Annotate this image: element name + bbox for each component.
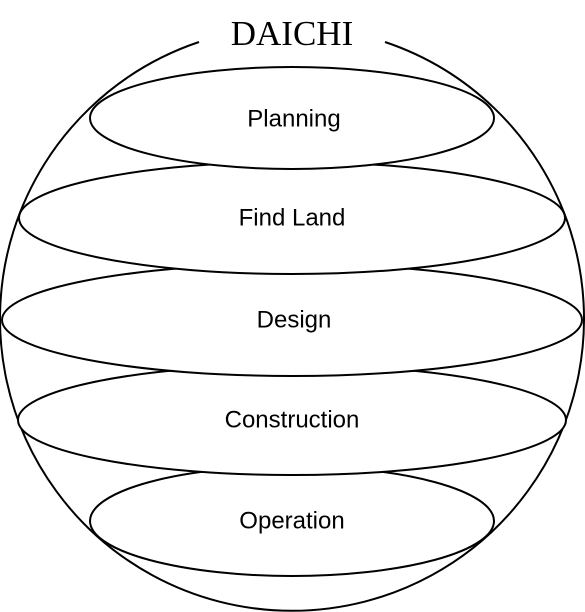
layer-find-land: Find Land [18,161,566,275]
layer-ellipse-planning [89,66,495,170]
layer-label-construction: Construction [225,406,360,433]
layer-label-planning: Planning [247,105,340,132]
sphere-outline [0,41,585,612]
layer-construction: Construction [17,364,567,476]
layer-label-design: Design [257,306,332,333]
layer-design: Design [1,263,583,377]
diagram-title: DAICHI [231,14,353,53]
layer-label-operation: Operation [239,507,344,534]
layer-planning: Planning [89,66,495,170]
layer-operation: Operation [89,465,495,577]
layer-label-find-land: Find Land [239,204,346,231]
